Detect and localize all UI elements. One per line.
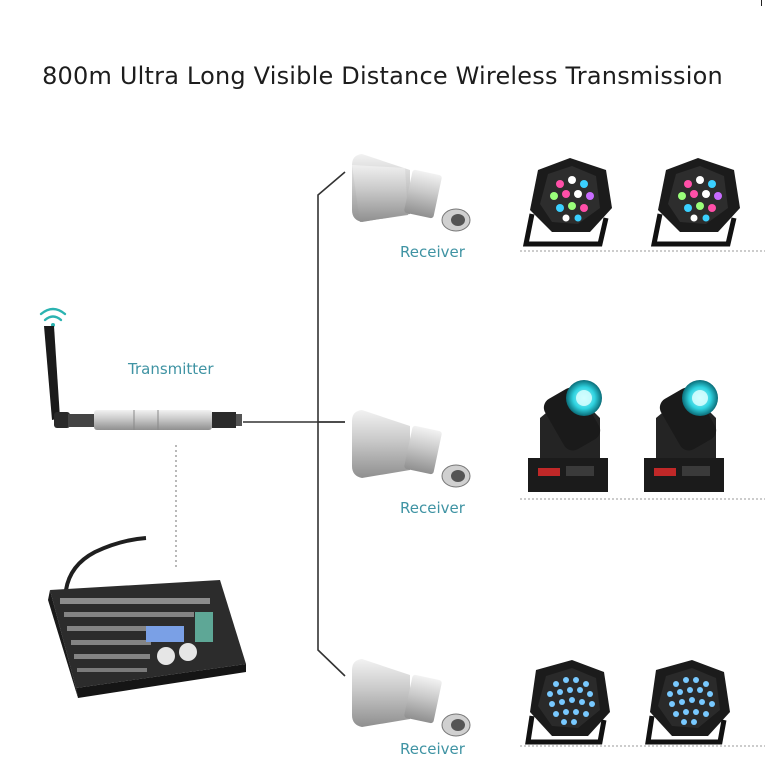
page-title: 800m Ultra Long Visible Distance Wireles… [42, 62, 723, 90]
transmitter-label: Transmitter [128, 360, 214, 378]
par-light-blue-1 [525, 660, 610, 745]
corner-mark [761, 0, 762, 6]
connection-lines [243, 171, 346, 677]
receiver-device-1 [352, 154, 471, 232]
receiver-label-1: Receiver [400, 243, 465, 261]
par-light-blue-2 [645, 660, 730, 745]
dmx-console [48, 536, 246, 698]
par-light-rgb-1 [522, 158, 612, 247]
receiver-device-3 [352, 659, 471, 737]
receiver-device-2 [352, 410, 471, 488]
par-light-rgb-2 [650, 158, 740, 247]
transmitter-device [44, 326, 242, 430]
moving-head-light-1 [528, 380, 608, 492]
wifi-icon [39, 307, 67, 327]
moving-head-light-2 [644, 380, 724, 492]
shelf-lines [520, 250, 765, 747]
receiver-label-3: Receiver [400, 740, 465, 758]
receiver-label-2: Receiver [400, 499, 465, 517]
